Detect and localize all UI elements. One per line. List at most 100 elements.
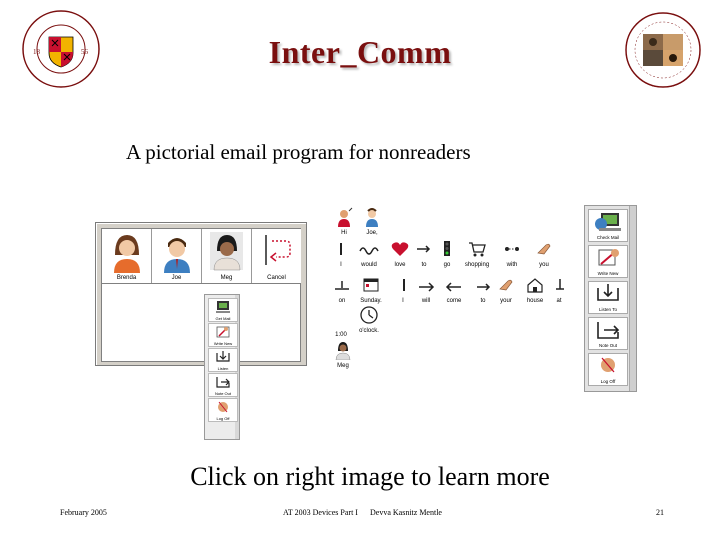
- symbol-word: 1:00: [335, 332, 347, 338]
- contact-meg-button[interactable]: Meg: [202, 229, 252, 283]
- message-symbol: shopping: [460, 239, 494, 268]
- get-mail-button[interactable]: Get Mail: [208, 298, 238, 322]
- message-symbol: will: [416, 275, 436, 304]
- footer-course: AT 2003 Devices Part I: [283, 508, 358, 517]
- program-seal-logo: [625, 12, 701, 88]
- write-hand-icon: [216, 326, 230, 338]
- button-label: Note Out: [214, 391, 231, 396]
- note-out-button[interactable]: Note Out: [208, 373, 238, 397]
- write-new-button[interactable]: Write New: [208, 323, 238, 347]
- clock-icon: [360, 306, 378, 324]
- message-symbol: 1:00: [330, 309, 352, 338]
- button-label: Write New: [597, 271, 619, 276]
- message-symbol: on: [330, 275, 354, 304]
- right-toolbar-scrollbar[interactable]: [629, 206, 636, 391]
- symbol-word: your: [500, 298, 512, 304]
- symbol-word: Hi: [341, 230, 347, 236]
- write-new-button[interactable]: Write New: [588, 245, 628, 278]
- button-label: Get Mail: [215, 316, 231, 321]
- slide-subtitle: A pictorial email program for nonreaders: [126, 140, 471, 164]
- right-toolbar-image-link[interactable]: Check Mail Write New Listen To Note Out …: [584, 205, 637, 392]
- symbol-word: Meg: [337, 363, 349, 369]
- house-icon: [527, 278, 543, 293]
- log-off-button[interactable]: Log Off: [208, 398, 238, 422]
- cancel-button[interactable]: Cancel: [252, 229, 301, 283]
- seal-year-right: 56: [81, 48, 89, 56]
- symbol-word: go: [443, 262, 451, 268]
- you-point-icon: [537, 243, 551, 255]
- will-icon: [419, 282, 435, 292]
- symbol-word: I: [402, 298, 404, 304]
- symbol-word: to: [421, 262, 427, 268]
- on-icon: [335, 281, 349, 290]
- message-symbol: to: [474, 275, 492, 304]
- note-out-button[interactable]: Note Out: [588, 317, 628, 350]
- joe-person-icon: [366, 208, 378, 227]
- log-off-button[interactable]: Log Off: [588, 353, 628, 386]
- button-label: Write New: [213, 341, 233, 346]
- message-symbol: you: [532, 239, 556, 268]
- button-label: Listen: [217, 366, 229, 371]
- symbol-word: on: [338, 298, 346, 304]
- symbol-word: come: [446, 298, 462, 304]
- symbol-word: shopping: [464, 262, 490, 268]
- message-symbol: would: [356, 239, 382, 268]
- button-label: Note Out: [598, 343, 617, 348]
- button-label: Check Mail: [596, 235, 620, 240]
- message-symbol: love: [388, 239, 412, 268]
- meg-photo-icon: [335, 342, 351, 361]
- computer-globe-icon: [595, 213, 621, 231]
- send-arrow-icon: [597, 322, 620, 339]
- check-mail-button[interactable]: Check Mail: [588, 209, 628, 242]
- i-self-icon: [340, 243, 342, 255]
- cancel-arrow-icon: [265, 235, 291, 265]
- message-symbol: to: [414, 239, 434, 268]
- love-heart-icon: [391, 242, 409, 256]
- sunday-calendar-icon: [363, 278, 379, 292]
- contact-label: Meg: [220, 275, 233, 281]
- footer-page-number: 21: [656, 508, 664, 517]
- meg-photo-icon: [210, 232, 243, 271]
- seal-year-left: 18: [33, 48, 41, 56]
- hi-wave-icon: [338, 207, 353, 227]
- with-icon: [505, 247, 519, 251]
- contact-joe-button[interactable]: Joe: [152, 229, 202, 283]
- symbol-word: at: [556, 298, 562, 304]
- listen-to-button[interactable]: Listen To: [588, 281, 628, 314]
- message-symbol: o'clock.: [354, 305, 384, 334]
- message-symbol: your: [494, 275, 518, 304]
- contacts-window: Brenda Joe Meg: [95, 222, 307, 366]
- contact-brenda-button[interactable]: Brenda: [102, 229, 152, 283]
- symbol-word: you: [539, 262, 549, 268]
- symbol-word: would: [361, 262, 377, 268]
- symbol-word: o'clock.: [359, 328, 379, 334]
- write-hand-icon: [598, 249, 619, 266]
- symbol-word: house: [526, 298, 544, 304]
- symbol-word: will: [421, 298, 431, 304]
- computer-icon: [216, 301, 230, 313]
- message-symbol: come: [440, 275, 468, 304]
- would-icon: [359, 247, 379, 255]
- contact-label: Joe: [171, 275, 182, 281]
- at-icon: [556, 279, 564, 290]
- wave-hand-icon: [601, 357, 615, 373]
- shopping-cart-icon: [469, 242, 486, 257]
- message-symbol: with: [500, 239, 524, 268]
- symbol-word: to: [480, 298, 486, 304]
- button-label: Listen To: [599, 307, 617, 312]
- listen-button[interactable]: Listen: [208, 348, 238, 372]
- to-arrow-icon: [417, 245, 431, 253]
- message-symbol: go: [436, 239, 458, 268]
- symbol-word: Sunday.: [360, 298, 382, 304]
- your-icon: [499, 279, 513, 291]
- button-label: Log Off: [216, 416, 230, 421]
- button-label: Log Off: [600, 379, 616, 384]
- go-traffic-light-icon: [444, 241, 450, 256]
- message-symbol: Sunday.: [356, 275, 386, 304]
- symbol-word: love: [394, 262, 406, 268]
- contact-label: Brenda: [116, 275, 137, 281]
- joe-portrait-icon: [164, 238, 190, 273]
- footer-author: Devva Kasnitz Mentle: [370, 508, 442, 517]
- message-symbol: I: [394, 275, 412, 304]
- pictorial-message: Hi Joe, I would love to go shopping with…: [328, 205, 578, 375]
